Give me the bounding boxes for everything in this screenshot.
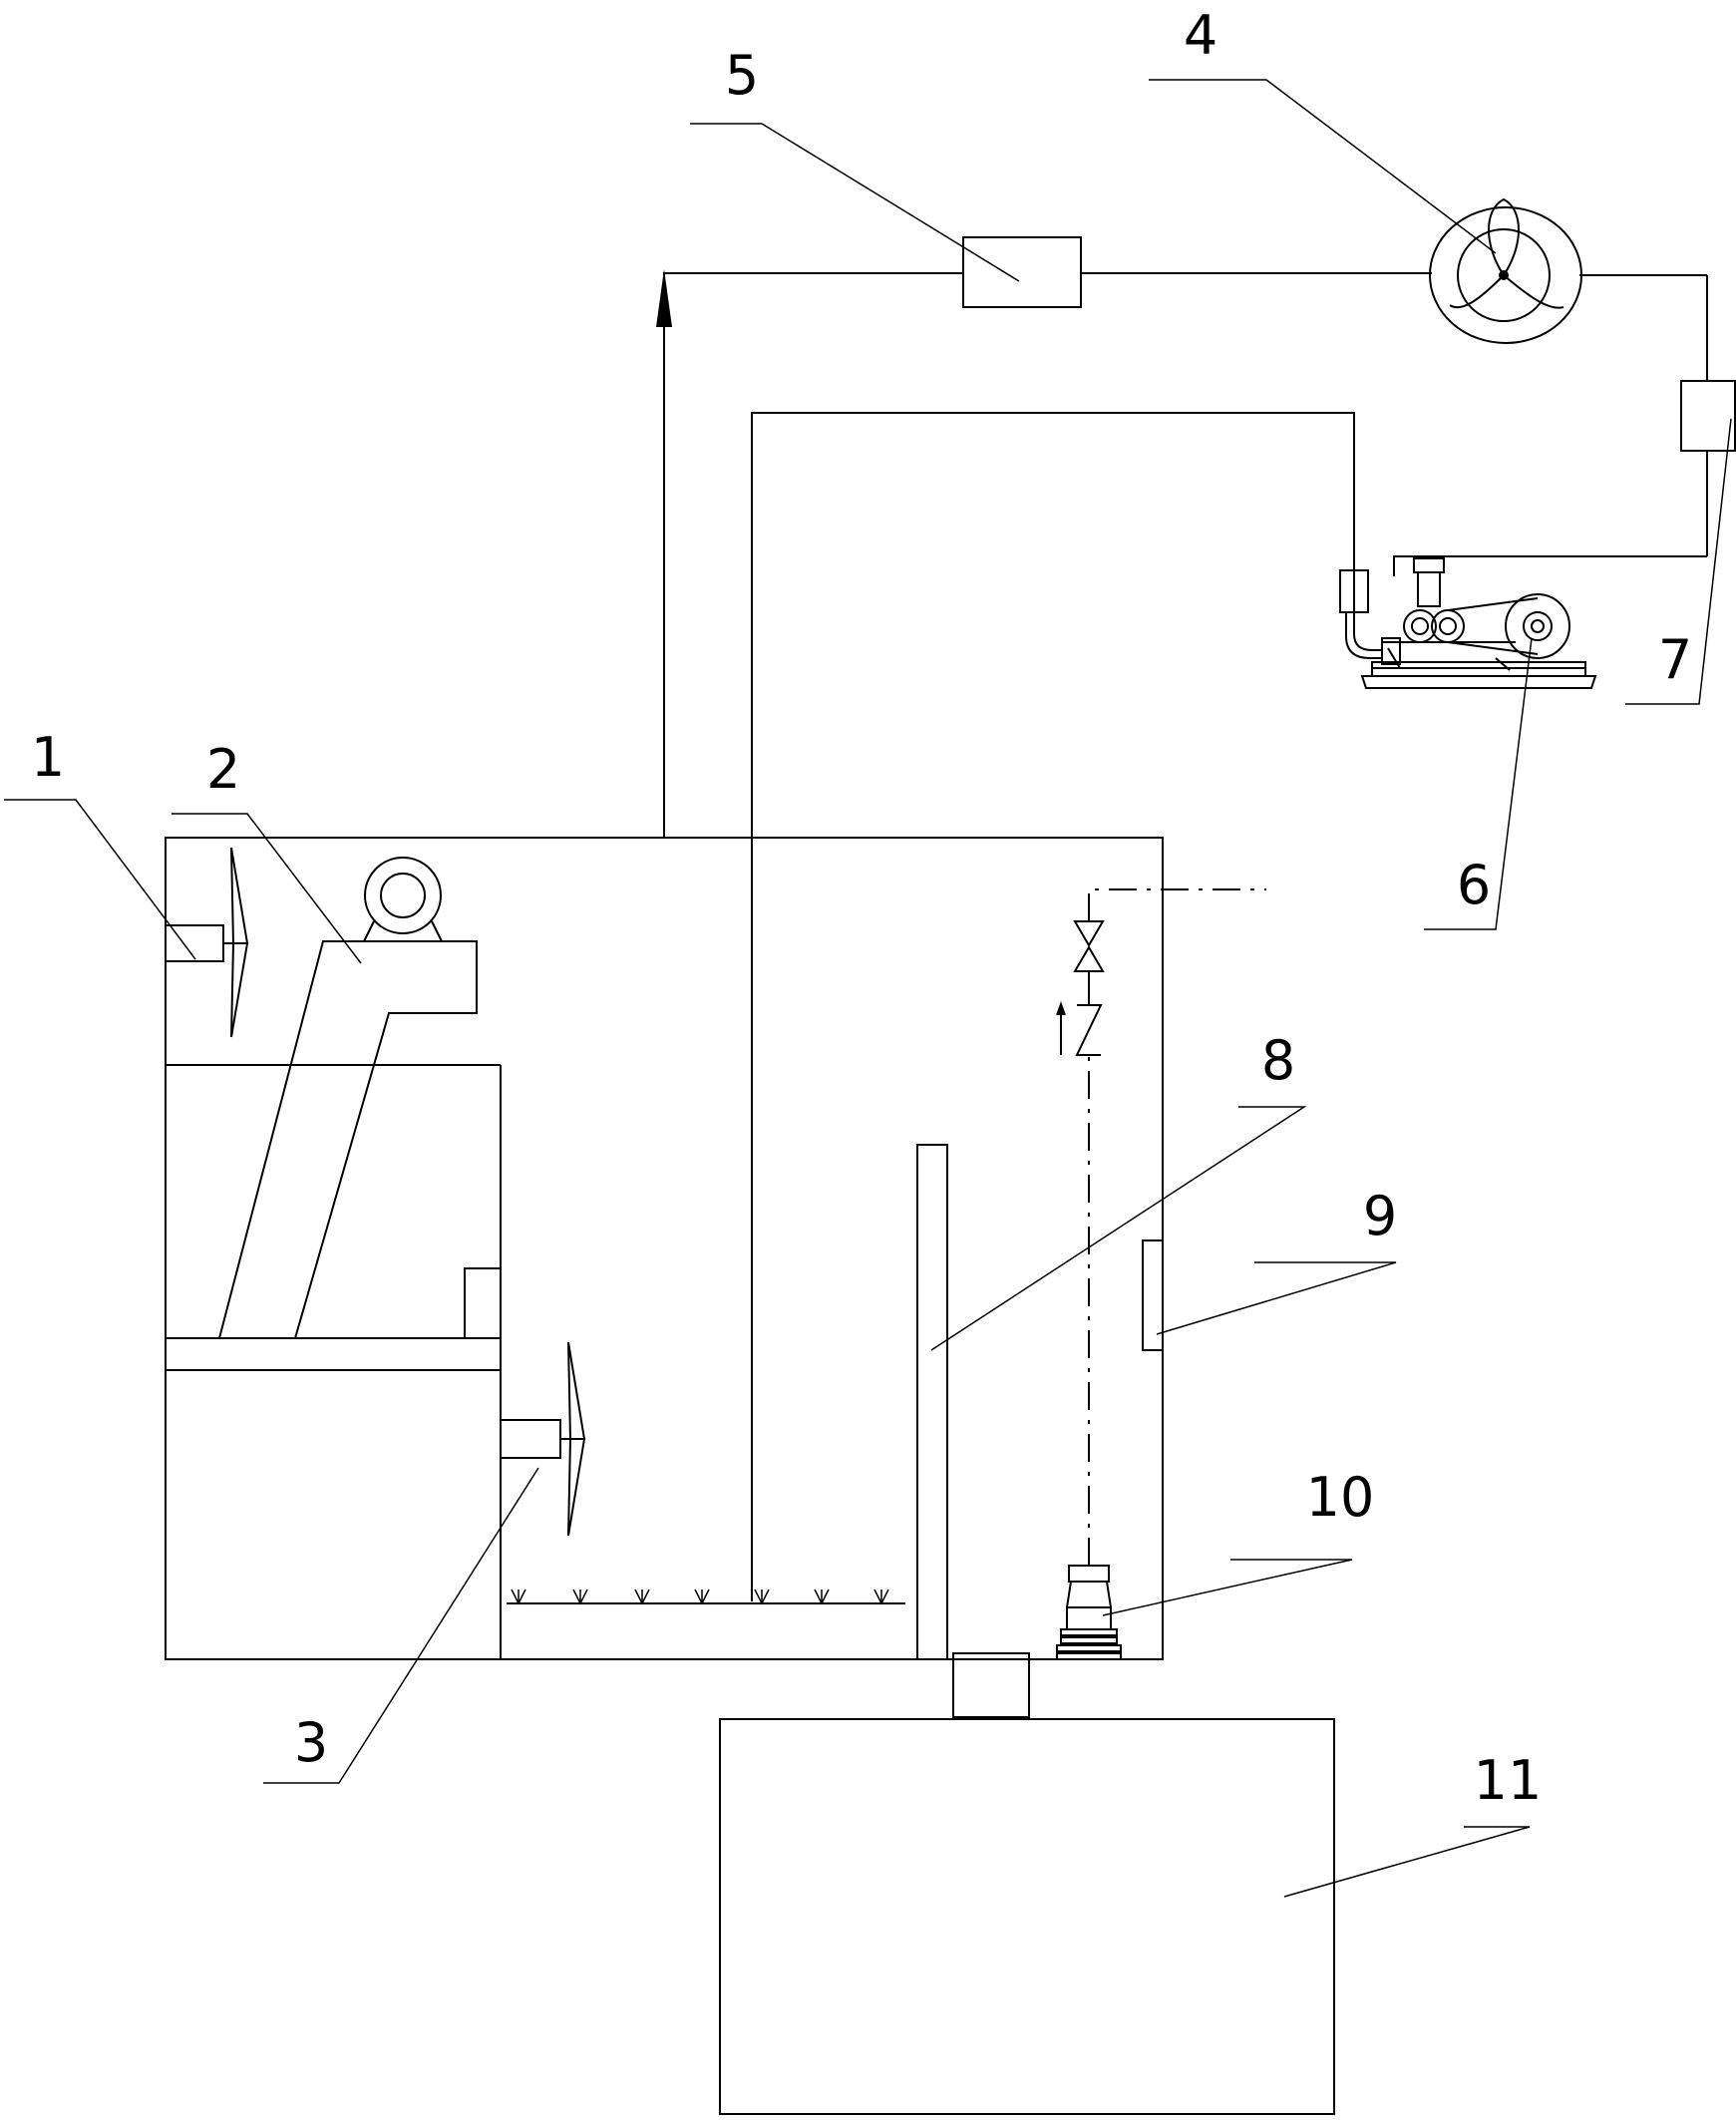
- label-10: 10: [1306, 1466, 1375, 1529]
- submersible-pump: [1056, 888, 1266, 1660]
- leader-lines: [4, 79, 1732, 1898]
- label-8: 8: [1261, 1029, 1295, 1092]
- diffuser-nozzle: [694, 1589, 710, 1605]
- filter-box: [962, 236, 1082, 308]
- baffle-plate: [916, 1144, 948, 1660]
- small-box: [1680, 380, 1736, 452]
- diffuser-nozzle: [754, 1589, 770, 1605]
- screw-conveyor: [218, 857, 478, 1339]
- label-3: 3: [294, 1711, 328, 1774]
- diffuser-nozzle: [814, 1589, 830, 1605]
- diffuser-nozzle: [572, 1589, 588, 1605]
- fan-blower: [1429, 197, 1582, 344]
- label-2: 2: [206, 738, 240, 801]
- storage-tank: [719, 1652, 1335, 2115]
- label-5: 5: [725, 44, 759, 107]
- main-tank: [165, 837, 1164, 1660]
- upper-stirrer: [165, 847, 249, 1038]
- diffuser-nozzle: [634, 1589, 650, 1605]
- level-sensor: [1142, 1239, 1164, 1351]
- label-6: 6: [1457, 854, 1491, 916]
- aeration-pipe: [507, 412, 1355, 1605]
- labels: 1 2 3 4 5 6 7 8 9 10 11: [31, 4, 1692, 1812]
- gas-line: [656, 269, 1708, 838]
- diffuser-nozzle: [511, 1589, 526, 1605]
- lower-stirrer: [500, 1341, 586, 1537]
- label-4: 4: [1184, 4, 1217, 67]
- label-7: 7: [1658, 628, 1692, 691]
- label-9: 9: [1363, 1185, 1397, 1247]
- roots-blower-unit: [1339, 557, 1597, 689]
- diffuser-nozzle: [873, 1589, 889, 1605]
- label-11: 11: [1474, 1749, 1543, 1812]
- label-1: 1: [31, 726, 65, 789]
